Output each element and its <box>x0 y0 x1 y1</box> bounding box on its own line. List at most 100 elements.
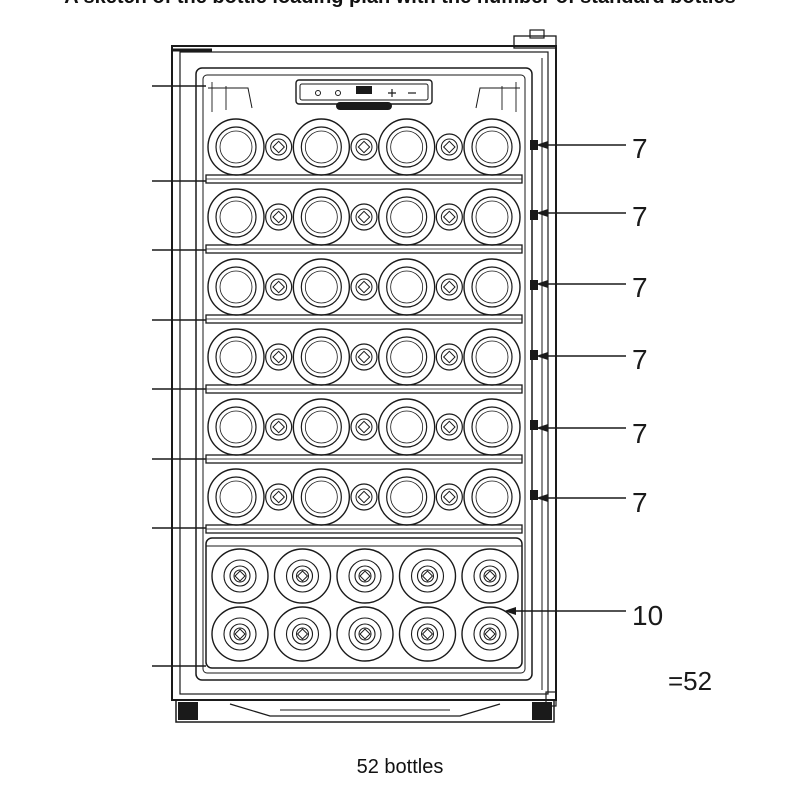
bottle-base-rim <box>207 118 265 176</box>
bottle-cap <box>233 627 247 641</box>
callout-arrowhead <box>504 607 516 615</box>
bottle-shoulder <box>285 617 320 651</box>
bottle-neck <box>291 565 314 587</box>
bottle-cap <box>270 208 288 226</box>
total-label: =52 <box>668 666 712 696</box>
bottle <box>207 328 265 386</box>
bottle <box>435 343 463 371</box>
bottle <box>207 188 265 246</box>
callout-arrowhead <box>536 209 548 217</box>
bottle-cork <box>296 628 309 640</box>
bottle-cork <box>357 210 371 224</box>
shelf-clip <box>530 490 538 500</box>
base-grille <box>229 703 501 717</box>
bottle-base-rim <box>463 468 521 526</box>
bottle-neck <box>354 565 376 587</box>
bottle-cork <box>421 570 434 582</box>
standing-bottle <box>211 606 269 662</box>
bottle-base <box>215 406 257 448</box>
bottle-cork <box>484 570 496 582</box>
shelf-count-label: 7 <box>632 272 648 303</box>
panel-brackets <box>208 87 520 109</box>
shelf-clip <box>530 420 538 430</box>
bottle-cork <box>357 280 371 294</box>
bottle <box>350 273 378 301</box>
bottle <box>292 468 351 526</box>
bottle <box>463 188 521 246</box>
bottle-top-outline <box>211 606 269 662</box>
standing-bottle <box>273 548 332 604</box>
bottle-cork <box>359 570 371 582</box>
bottle-base-rim <box>463 398 521 456</box>
standing-bottle <box>461 606 519 662</box>
bottle-cap <box>270 348 288 366</box>
shelf-count-label: 7 <box>632 418 648 449</box>
bottle-cap <box>440 348 458 366</box>
temperature-readout <box>356 86 372 94</box>
cabinet-inner-edge <box>179 51 549 695</box>
bottle-base-rim <box>463 258 521 316</box>
bottle-cap <box>355 488 373 506</box>
shelf-count-label: 7 <box>632 344 648 375</box>
bottle-neck <box>435 203 463 231</box>
callout-arrowhead <box>536 280 548 288</box>
shelf-row <box>205 398 538 464</box>
bottle-cork <box>442 350 456 364</box>
bottle-base-inner <box>304 270 338 304</box>
power-icon <box>335 90 341 96</box>
diagram-header: A sketch of the bottle loading plan with… <box>0 0 800 9</box>
bottle-cap <box>270 418 288 436</box>
control-panel <box>208 79 520 112</box>
bottle-cork <box>272 210 286 224</box>
bottle-base-rim <box>292 468 351 526</box>
hinge-cap <box>529 29 545 39</box>
bottle-top-outline <box>211 548 269 604</box>
plus-icon <box>388 89 396 97</box>
bottle-top-outline <box>336 548 394 604</box>
bottle-base-rim <box>292 188 351 246</box>
bottle-base-rim <box>207 468 265 526</box>
bottle-shoulder <box>348 617 382 651</box>
bottle-base-inner <box>475 130 509 164</box>
bottle-cap <box>421 569 434 583</box>
bottle-base-inner <box>219 480 253 514</box>
bottle-base-inner <box>219 410 253 444</box>
fan-vent <box>336 102 392 110</box>
bottle-base-inner <box>304 200 338 234</box>
bottle-neck <box>350 133 378 161</box>
bottom-bottle-section <box>205 537 523 669</box>
bottle <box>207 398 265 456</box>
bottle-base <box>215 476 257 518</box>
bottle-cap <box>296 569 309 583</box>
bottle <box>265 343 293 371</box>
shelf-row <box>205 258 538 324</box>
bottle-cap <box>233 569 247 583</box>
bottle-base-rim <box>292 398 351 456</box>
shelf-group <box>205 118 538 534</box>
callout-arrowhead <box>536 141 548 149</box>
bottle <box>350 413 378 441</box>
bottle-cap <box>440 138 458 156</box>
interior-wall <box>202 74 526 674</box>
bottle-cap <box>270 138 288 156</box>
shelf-clip <box>530 350 538 360</box>
shelf-row <box>205 328 538 394</box>
bottle <box>350 343 378 371</box>
bottle-cap <box>440 278 458 296</box>
bottle-base-inner <box>304 410 338 444</box>
bottle-cap <box>355 208 373 226</box>
bottle-neck <box>479 565 501 587</box>
bottle-cork <box>272 140 286 154</box>
bottle-cork <box>272 420 286 434</box>
bottle <box>377 468 436 526</box>
bottle-cork <box>296 570 309 582</box>
bottle-shoulder <box>473 559 507 593</box>
bottle-base-inner <box>390 480 424 514</box>
bottle <box>265 273 293 301</box>
bottle <box>207 258 265 316</box>
bottle-base <box>471 406 513 448</box>
bottom-bin <box>205 537 523 669</box>
bottle <box>207 468 265 526</box>
bottle-base <box>471 476 513 518</box>
